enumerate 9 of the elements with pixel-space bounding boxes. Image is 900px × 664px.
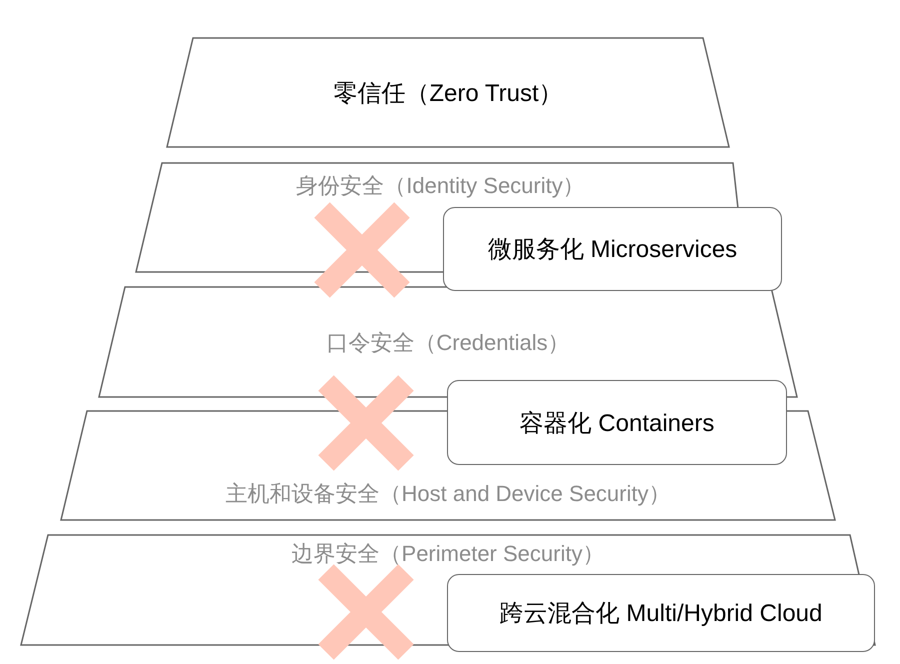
layer-label: 身份安全（Identity Security） — [296, 173, 585, 198]
callout-tooltip: 跨云混合化 Multi/Hybrid Cloud — [447, 574, 875, 652]
callout-tooltip: 微服务化 Microservices — [443, 207, 782, 291]
layer-label: 零信任（Zero Trust） — [333, 80, 563, 107]
layer-label: 主机和设备安全（Host and Device Security） — [226, 481, 670, 506]
trapezoid-layer — [167, 38, 729, 147]
callout-tooltip: 容器化 Containers — [447, 380, 787, 465]
layer-label: 边界安全（Perimeter Security） — [292, 541, 604, 566]
layer-label: 口令安全（Credentials） — [326, 330, 570, 355]
